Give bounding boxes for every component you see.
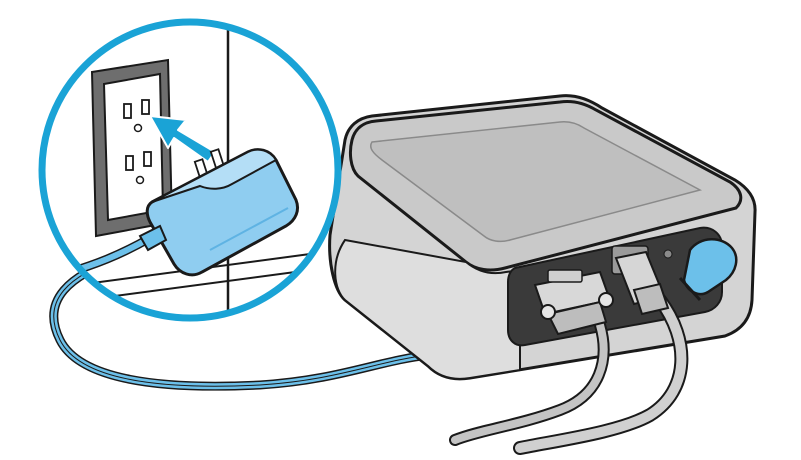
zoom-callout-icon xyxy=(38,18,342,322)
data-cables xyxy=(449,293,689,455)
serial-connector xyxy=(533,269,614,336)
power-adapter-icon xyxy=(138,148,300,277)
base-station-icon xyxy=(328,94,757,381)
ethernet-plug xyxy=(614,250,670,316)
wall-outlet-icon xyxy=(90,58,174,238)
status-led xyxy=(663,249,673,259)
insert-arrow-icon xyxy=(149,115,216,163)
power-plug-device xyxy=(678,238,738,302)
